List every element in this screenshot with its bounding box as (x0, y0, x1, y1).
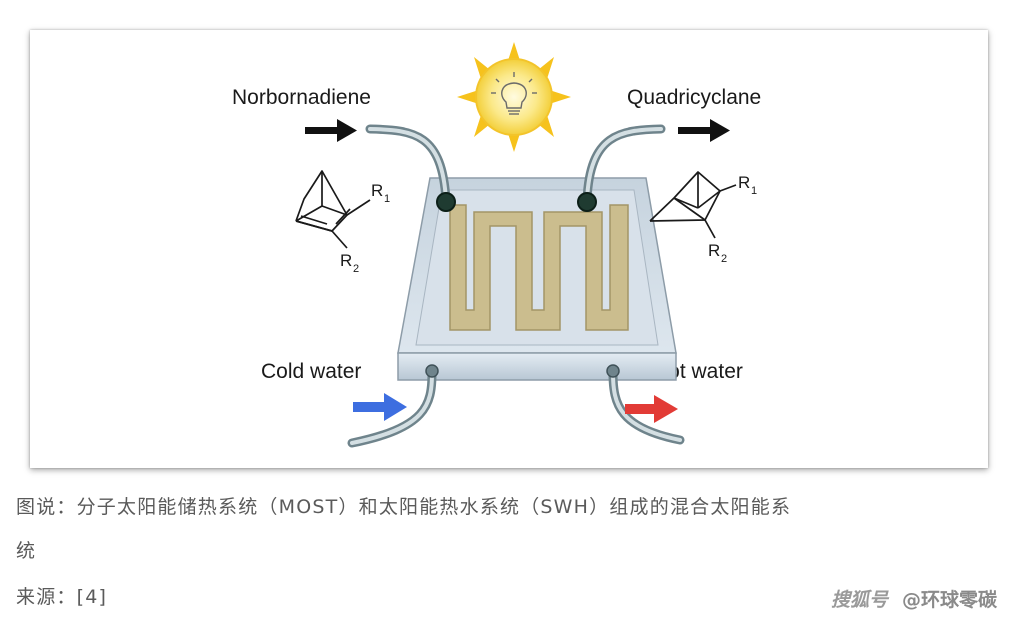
outflow-arrow-icon (678, 119, 730, 142)
figure-caption: 图说：分子太阳能储热系统（MOST）和太阳能热水系统（SWH）组成的混合太阳能系 (16, 496, 792, 518)
quadricyclane-r1: R (738, 173, 750, 192)
figure-card: Norbornadiene Quadricyclane Cold water H… (30, 30, 988, 468)
most-swh-diagram: Norbornadiene Quadricyclane Cold water H… (232, 42, 761, 448)
watermark: 搜狐号 @环球零碳 (831, 585, 997, 612)
inlet-port (436, 192, 456, 212)
norbornadiene-r1: R (371, 181, 383, 200)
sun-icon (457, 42, 571, 152)
norbornadiene-r2: R (340, 251, 352, 270)
cold-water-label: Cold water (261, 360, 361, 383)
norbornadiene-label: Norbornadiene (232, 86, 371, 109)
solar-panel (397, 177, 677, 381)
norbornadiene-structure (295, 170, 371, 249)
cold-water-arrow-icon (353, 393, 407, 421)
quadricyclane-r2-sub: 2 (721, 253, 727, 265)
light-bulb-icon (491, 72, 537, 115)
inflow-arrow-icon (305, 119, 357, 142)
quadricyclane-r2: R (708, 241, 720, 260)
norbornadiene-r1-sub: 1 (384, 193, 390, 205)
norbornadiene-r2-sub: 2 (353, 263, 359, 275)
outlet-port (577, 192, 597, 212)
hot-water-arrow-icon (625, 395, 678, 423)
watermark-account: @环球零碳 (901, 589, 997, 611)
quadricyclane-r1-sub: 1 (751, 185, 757, 197)
sohu-logo: 搜狐号 (830, 589, 888, 611)
quadricyclane-structure (649, 171, 737, 239)
figure-caption-continued: 统 (16, 540, 37, 562)
quadricyclane-label: Quadricyclane (627, 86, 761, 109)
serpentine-channel (449, 204, 629, 331)
figure-source: 来源：[4] (16, 586, 108, 608)
